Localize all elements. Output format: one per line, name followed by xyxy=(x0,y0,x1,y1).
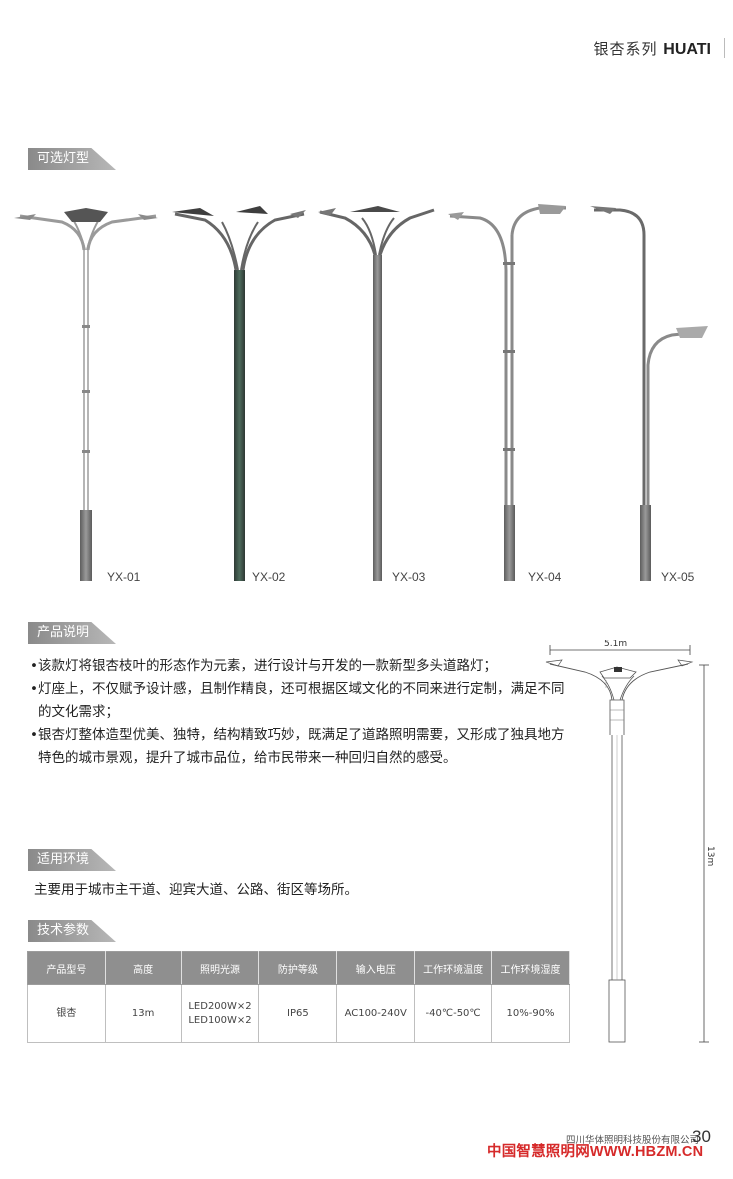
table-cell: -40℃-50℃ xyxy=(414,984,493,1043)
header-cell: 高度 xyxy=(104,951,182,985)
lamp-label-yx-04: YX-04 xyxy=(528,570,562,584)
lamp-yx-02 xyxy=(172,206,306,581)
description-item: • 该款灯将银杏枝叶的形态作为元素，进行设计与开发的一款新型多头道路灯； xyxy=(30,655,570,678)
lamp-yx-01 xyxy=(14,208,158,581)
table-row: 银杏 13m LED200W×2 LED100W×2 IP65 AC100-24… xyxy=(27,984,570,1043)
header-cell: 工作环境温度 xyxy=(414,951,493,985)
table-cell: AC100-240V xyxy=(336,984,416,1043)
watermark: 中国智慧照明网WWW.HBZM.CN xyxy=(487,1144,704,1160)
environment-text: 主要用于城市主干道、迎宾大道、公路、街区等场所。 xyxy=(34,882,358,898)
table-cell: 银杏 xyxy=(27,984,106,1043)
page-header: 银杏系列 HUATI xyxy=(0,38,733,58)
table-header-row: 产品型号 高度 照明光源 防护等级 输入电压 工作环境温度 工作环境湿度 xyxy=(27,951,570,985)
lamp-label-yx-03: YX-03 xyxy=(392,570,426,584)
lamp-label-yx-01: YX-01 xyxy=(107,570,141,584)
dimension-diagram: 5.1m 13m xyxy=(540,639,720,1050)
section-tag-lamp-types: 可选灯型 xyxy=(28,148,116,170)
header-cell: 照明光源 xyxy=(180,951,260,985)
table-cell: IP65 xyxy=(258,984,338,1043)
table-cell: 13m xyxy=(104,984,182,1043)
series-title: 银杏系列 HUATI xyxy=(594,38,712,59)
header-cell: 防护等级 xyxy=(258,951,338,985)
header-divider xyxy=(724,38,725,58)
company-name: 四川华体照明科技股份有限公司 xyxy=(566,1135,700,1146)
bullet: • xyxy=(30,727,38,743)
lamp-gallery: YX-01 YX-02 YX-03 YX-04 YX-05 xyxy=(0,190,733,590)
description-item: • 灯座上，不仅赋予设计感，且制作精良，还可根据区域文化的不同来进行定制，满足不… xyxy=(30,678,570,724)
series-name: 银杏系列 xyxy=(593,40,658,58)
table-cell: 10%-90% xyxy=(491,984,570,1043)
page-footer: 四川华体照明科技股份有限公司 30 中国智慧照明网WWW.HBZM.CN xyxy=(0,1126,733,1176)
section-tag-applicable-environment: 适用环境 xyxy=(28,849,116,871)
header-cell: 工作环境湿度 xyxy=(491,951,570,985)
technical-parameters-table: 产品型号 高度 照明光源 防护等级 输入电压 工作环境温度 工作环境湿度 银杏 … xyxy=(27,951,570,1043)
dimension-drawing: 5.1m 13m xyxy=(545,639,715,1043)
brand-name: HUATI xyxy=(663,41,711,58)
lamp-label-yx-02: YX-02 xyxy=(252,570,286,584)
width-label: 5.1m xyxy=(604,640,627,649)
header-cell: 产品型号 xyxy=(27,951,106,985)
description-item: • 银杏灯整体造型优美、独特，结构精致巧妙，既满足了道路照明需要，又形成了独具地… xyxy=(30,724,570,770)
header-cell: 输入电压 xyxy=(336,951,416,985)
section-tag-technical-parameters: 技术参数 xyxy=(28,920,116,942)
page-number: 30 xyxy=(692,1127,711,1146)
lamp-yx-05 xyxy=(590,206,708,581)
lamp-yx-04 xyxy=(448,204,566,581)
section-tag-product-description: 产品说明 xyxy=(28,622,116,644)
bullet: • xyxy=(30,658,38,674)
lamp-yx-03 xyxy=(318,206,435,581)
lamp-illustrations xyxy=(14,204,708,581)
bullet: • xyxy=(30,681,38,697)
lamp-label-yx-05: YX-05 xyxy=(661,570,695,584)
product-description: • 该款灯将银杏枝叶的形态作为元素，进行设计与开发的一款新型多头道路灯； • 灯… xyxy=(30,655,570,770)
height-label: 13m xyxy=(705,846,715,866)
table-cell: LED200W×2 LED100W×2 xyxy=(180,984,260,1043)
